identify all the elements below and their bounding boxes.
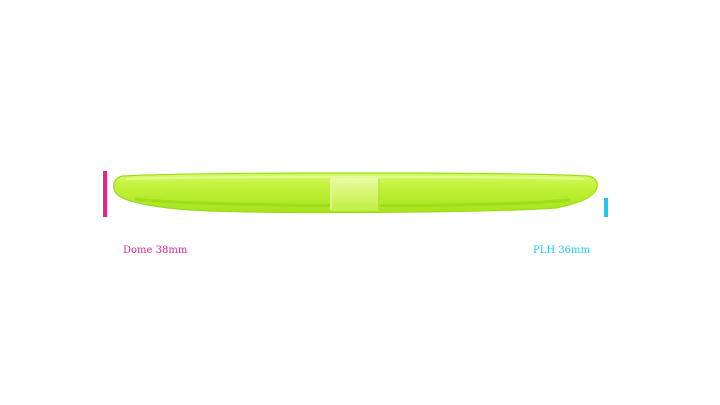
dome-height-marker [103,171,107,217]
disc-rim-highlight [125,175,585,180]
plate-height-marker [604,198,608,217]
plate-measurement-label: PLH 36mm [533,245,590,256]
disc-center-hub [330,178,380,211]
dome-measurement-label: Dome 38mm [123,245,188,256]
